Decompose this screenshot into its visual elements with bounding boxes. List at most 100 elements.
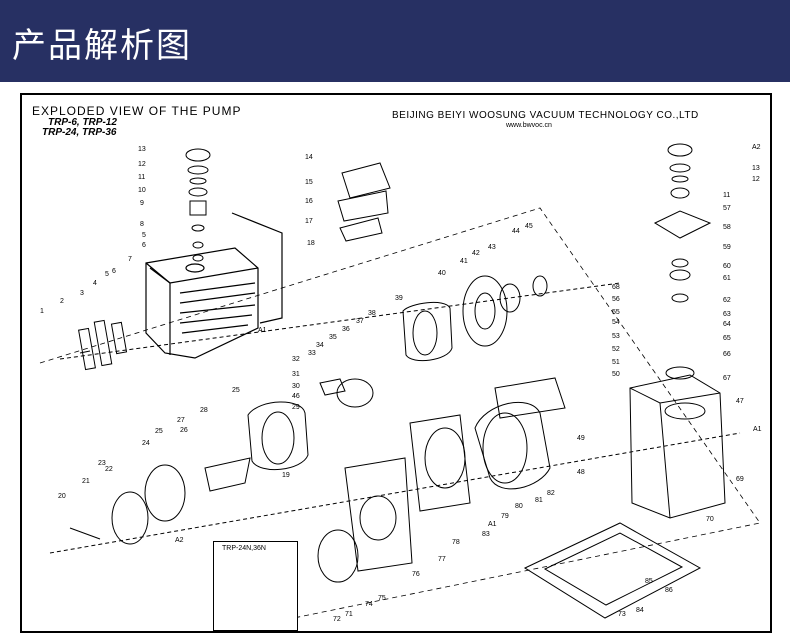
filter-sheet bbox=[339, 217, 383, 242]
callout-label: 46 bbox=[292, 393, 300, 400]
callout-label: 25 bbox=[232, 387, 240, 394]
assembly-axis-line bbox=[59, 282, 621, 360]
callout-label: 62 bbox=[723, 297, 731, 304]
models-line-1: TRP-6, TRP-12 bbox=[48, 117, 117, 128]
callout-label: 44 bbox=[512, 228, 520, 235]
callout-label: 66 bbox=[723, 351, 731, 358]
callout-label: 5 bbox=[105, 271, 109, 278]
rotor-group bbox=[319, 275, 548, 408]
callout-label: 36 bbox=[342, 326, 350, 333]
callout-label: 33 bbox=[308, 350, 316, 357]
callout-label: 45 bbox=[525, 223, 533, 230]
callout-label: 79 bbox=[501, 513, 509, 520]
page-title: 产品解析图 bbox=[12, 26, 192, 66]
callout-label: 40 bbox=[438, 270, 446, 277]
callout-label: A1 bbox=[258, 327, 267, 334]
callout-label: 65 bbox=[723, 335, 731, 342]
callout-label: 49 bbox=[577, 435, 585, 442]
callout-label: 2 bbox=[60, 298, 64, 305]
callout-label: 12 bbox=[752, 176, 760, 183]
callout-label: 8 bbox=[140, 221, 144, 228]
base-plate bbox=[523, 522, 702, 619]
company-name: BEIJING BEIYI WOOSUNG VACUUM TECHNOLOGY … bbox=[392, 110, 699, 121]
callout-label: A2 bbox=[175, 537, 184, 544]
models-line-2: TRP-24, TRP-36 bbox=[42, 127, 117, 138]
callout-label: 11 bbox=[723, 192, 730, 199]
callout-label: 48 bbox=[577, 469, 585, 476]
diagram-title: EXPLODED VIEW OF THE PUMP bbox=[32, 104, 242, 118]
callout-label: 67 bbox=[723, 375, 731, 382]
callout-label: 59 bbox=[723, 244, 731, 251]
callout-label: 37 bbox=[356, 318, 364, 325]
callout-label: 42 bbox=[472, 250, 480, 257]
callout-label: 30 bbox=[292, 383, 300, 390]
callout-label: 82 bbox=[547, 490, 555, 497]
callout-label: A2 bbox=[752, 144, 761, 151]
callout-label: 18 bbox=[307, 240, 315, 247]
callout-label: 6 bbox=[112, 268, 116, 275]
callout-label: 19 bbox=[282, 472, 290, 479]
callout-label: 15 bbox=[305, 179, 313, 186]
callout-label: 31 bbox=[292, 371, 300, 378]
callout-label: 54 bbox=[612, 319, 620, 326]
callout-label: 39 bbox=[395, 295, 403, 302]
callout-label: 9 bbox=[140, 200, 144, 207]
group-outline bbox=[39, 207, 761, 633]
callout-label: 13 bbox=[752, 165, 760, 172]
callout-label: 5 bbox=[142, 232, 146, 239]
callout-label: 71 bbox=[345, 611, 353, 618]
page-header: 产品解析图 bbox=[0, 0, 790, 82]
callout-label: 10 bbox=[138, 187, 146, 194]
callout-label: 58 bbox=[723, 224, 731, 231]
exploded-view-drawing: 13 12 11 10 9 8 7 5 6 4 3 5 6 2 1 A1 14 … bbox=[39, 143, 762, 633]
callout-label: 22 bbox=[105, 466, 113, 473]
callout-label: 53 bbox=[612, 333, 620, 340]
company-website: www.bwvoc.cn bbox=[506, 122, 552, 129]
callout-label: 84 bbox=[636, 607, 644, 614]
callout-label: 41 bbox=[460, 258, 468, 265]
valve-stack-right bbox=[653, 143, 712, 380]
callout-label: 64 bbox=[723, 321, 731, 328]
callout-label: 34 bbox=[316, 342, 324, 349]
callout-label: 21 bbox=[82, 478, 90, 485]
pump-body bbox=[145, 212, 283, 359]
callout-label: A1 bbox=[488, 521, 497, 528]
callout-label: 80 bbox=[515, 503, 523, 510]
callout-label: 83 bbox=[482, 531, 490, 538]
callout-label: 76 bbox=[412, 571, 420, 578]
callout-label: 70 bbox=[706, 516, 714, 523]
callout-label: 47 bbox=[736, 398, 744, 405]
valve-stack-left bbox=[185, 148, 211, 262]
callout-label: 7 bbox=[128, 256, 132, 263]
callout-label: 73 bbox=[618, 611, 626, 618]
callout-label: 43 bbox=[488, 244, 496, 251]
callout-label: 35 bbox=[329, 334, 337, 341]
housing-and-motor bbox=[344, 377, 566, 572]
callout-label: 27 bbox=[177, 417, 185, 424]
callout-label: 52 bbox=[612, 346, 620, 353]
callout-label: 56 bbox=[612, 296, 620, 303]
callout-label: 13 bbox=[138, 146, 146, 153]
callout-label: 6 bbox=[142, 242, 146, 249]
callout-label: 81 bbox=[535, 497, 543, 504]
callout-label: 72 bbox=[333, 616, 341, 623]
callout-label: 1 bbox=[40, 308, 44, 315]
callout-label: 77 bbox=[438, 556, 446, 563]
callout-label: A1 bbox=[753, 426, 762, 433]
fan-inset-box: TRP-24N,36N bbox=[213, 541, 298, 631]
callout-label: 16 bbox=[305, 198, 313, 205]
callout-label: 75 bbox=[378, 595, 386, 602]
callouts: 13 12 11 10 9 8 7 5 6 4 3 5 6 2 1 A1 14 … bbox=[40, 144, 762, 628]
callout-label: 85 bbox=[645, 578, 653, 585]
callout-label: 50 bbox=[612, 371, 620, 378]
callout-label: 11 bbox=[138, 174, 145, 181]
callout-label: 78 bbox=[452, 539, 460, 546]
callout-label: 74 bbox=[365, 601, 373, 608]
callout-label: 68 bbox=[612, 284, 620, 291]
callout-label: 17 bbox=[305, 218, 313, 225]
callout-label: 69 bbox=[736, 476, 744, 483]
impeller-group bbox=[69, 401, 309, 545]
callout-label: 26 bbox=[180, 427, 188, 434]
callout-label: 24 bbox=[142, 440, 150, 447]
callout-label: 3 bbox=[80, 290, 84, 297]
